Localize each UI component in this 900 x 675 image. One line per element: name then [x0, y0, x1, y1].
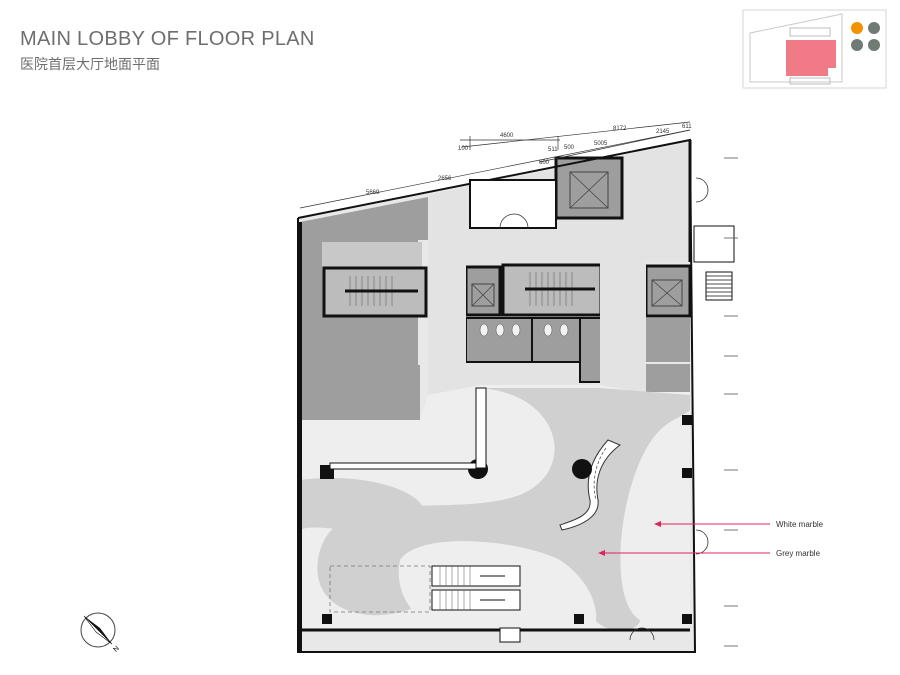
- dim-2145: 2145: [656, 129, 670, 135]
- dim-611: 611: [682, 124, 692, 130]
- elevator-right: [644, 264, 692, 318]
- escalator-2: [431, 589, 521, 611]
- elevator-center: [464, 265, 502, 317]
- svg-text:N: N: [112, 645, 121, 654]
- north-arrow-icon: N: [80, 612, 121, 654]
- service-block-right-1: [646, 318, 690, 362]
- dim-600: 600: [539, 160, 550, 166]
- external-stair: [705, 271, 733, 301]
- elevator-top: [554, 156, 624, 220]
- dim-5005: 5005: [594, 141, 608, 147]
- dim-511: 511: [548, 147, 558, 153]
- reception-desk: [559, 439, 621, 531]
- legend-white-marble: White marble: [776, 520, 824, 529]
- dim-5669: 5669: [366, 190, 380, 196]
- page-subtitle: 医院首层大厅地面平面: [20, 57, 160, 73]
- service-block-left-low: [300, 365, 420, 420]
- dim-4600: 4600: [500, 133, 514, 139]
- entrance-top: [469, 179, 557, 229]
- column-round-center: [572, 459, 592, 479]
- service-block-right-2: [646, 364, 690, 396]
- dim-2656: 2656: [438, 176, 452, 182]
- legend-grey-marble: Grey marble: [776, 549, 821, 558]
- page-title: MAIN LOBBY OF FLOOR PLAN: [20, 28, 315, 50]
- dim-8172: 8172: [613, 126, 627, 132]
- dim-100: 100: [458, 146, 469, 152]
- escalator-1: [431, 565, 521, 587]
- dim-500: 500: [564, 145, 575, 151]
